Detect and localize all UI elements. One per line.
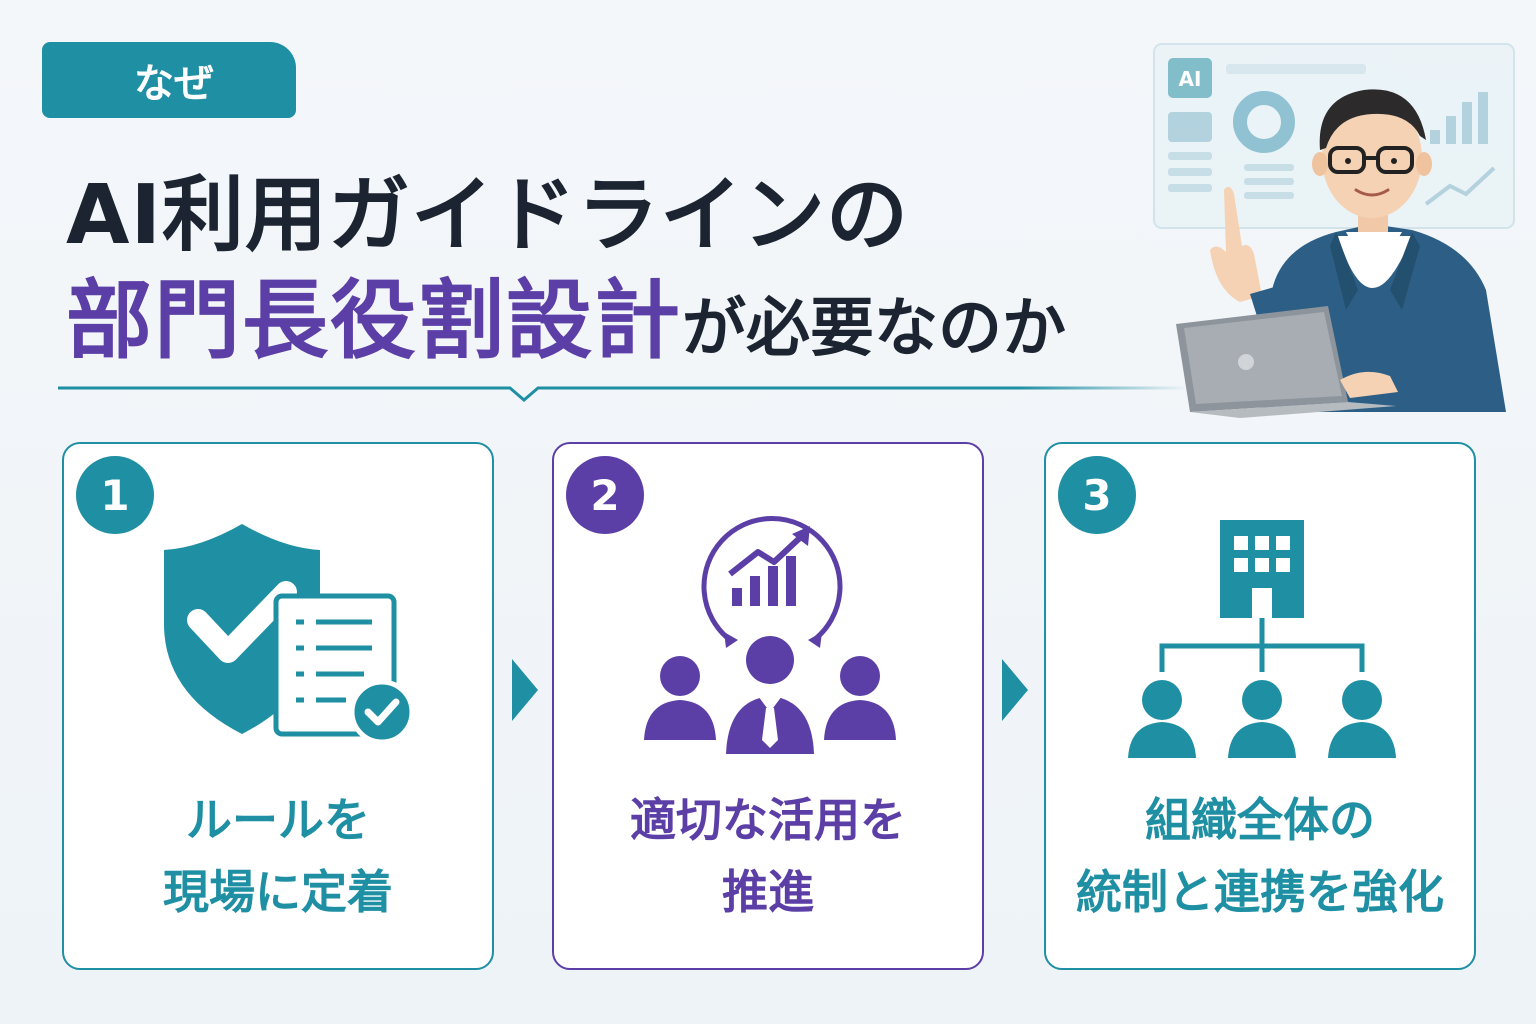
chevron-right-icon — [512, 659, 538, 721]
card-3: 3 組織全体の 統制と連携を強化 — [1044, 442, 1476, 970]
page-title-line1: AI利用ガイドラインの — [66, 168, 909, 263]
title-rest: が必要なのか — [682, 292, 1066, 366]
card-3-line2: 統制と連携を強化 — [1076, 865, 1444, 919]
organization-hierarchy-icon — [1128, 520, 1396, 758]
why-tag-label: なぜ — [134, 61, 214, 107]
title-highlight: 部門長役割設計 — [66, 271, 682, 371]
why-tag: なぜ — [42, 42, 296, 118]
team-growth-chart-icon — [644, 516, 896, 754]
dashboard-ai-badge: AI — [1179, 67, 1202, 91]
card-1-number-badge: 1 — [76, 456, 154, 534]
card-1-line1: ルールを — [186, 793, 370, 847]
card-3-number-badge: 3 — [1058, 456, 1136, 534]
card-2: 2 適切な活用を 推進 — [552, 442, 984, 970]
card-2-text: 適切な活用を 推進 — [554, 784, 982, 928]
businessman-laptop-illustration: AI — [1153, 43, 1515, 418]
card-3-text: 組織全体の 統制と連携を強化 — [1046, 784, 1474, 928]
card-1-line2: 現場に定着 — [163, 865, 393, 919]
shield-check-document-icon — [164, 524, 415, 745]
card-2-line2: 推進 — [722, 865, 814, 919]
card-3-line1: 組織全体の — [1145, 793, 1375, 847]
section-divider — [58, 386, 1188, 402]
page-title-line2: 部門長役割設計が必要なのか — [66, 250, 1066, 375]
chevron-right-icon — [1002, 659, 1028, 721]
card-1-text: ルールを 現場に定着 — [64, 784, 492, 928]
card-2-line1: 適切な活用を — [630, 793, 906, 847]
card-1: 1 ルールを 現場に定着 — [62, 442, 494, 970]
card-2-number-badge: 2 — [566, 456, 644, 534]
